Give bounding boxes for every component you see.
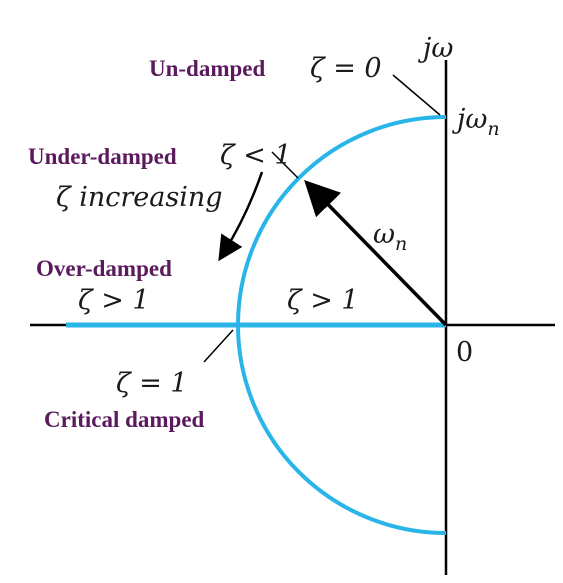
origin-label: 0 <box>456 337 473 368</box>
omega-n-label-main: ω <box>373 219 395 250</box>
undamped-condition: ζ = 0 <box>310 53 382 84</box>
overdamped-right-condition: ζ > 1 <box>287 285 359 316</box>
critical-damped-label: Critical damped <box>44 407 205 432</box>
zeta-increasing-arrow <box>218 171 264 262</box>
undamped-label: Un-damped <box>149 56 266 81</box>
jwn-label-main: jω <box>452 104 487 135</box>
zeta-increasing-label: ζ increasing <box>56 182 223 213</box>
omega-n-label-subscript: n <box>395 233 407 255</box>
overdamped-label: Over-damped <box>36 256 172 281</box>
underdamped-leader-line <box>271 151 299 179</box>
critical-leader-line <box>203 329 234 363</box>
underdamped-condition: ζ < 1 <box>220 140 292 171</box>
jwn-label-subscript: n <box>487 118 499 140</box>
undamped-leader-line <box>392 74 441 116</box>
omega-n-vector <box>304 179 448 327</box>
critical-condition: ζ = 1 <box>116 368 188 399</box>
jwn-label: jωn <box>452 104 500 140</box>
overdamped-left-condition: ζ > 1 <box>78 285 150 316</box>
imaginary-axis-label: jω <box>418 33 453 64</box>
underdamped-label: Under-damped <box>28 144 177 169</box>
omega-n-label: ωn <box>373 219 407 255</box>
